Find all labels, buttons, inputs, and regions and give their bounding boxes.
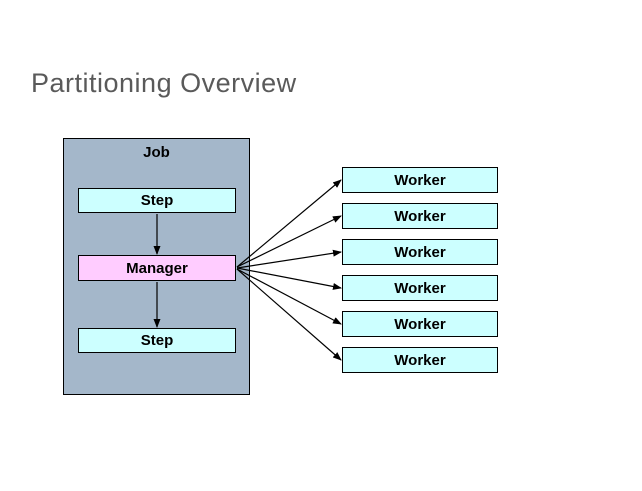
worker-box: Worker (342, 167, 498, 193)
arrow-manager-to-worker-3 (236, 249, 342, 269)
page-title: Partitioning Overview (31, 68, 297, 98)
step-box-top: Step (78, 188, 236, 213)
arrow-manager-to-worker-6 (236, 268, 342, 361)
worker-box: Worker (342, 347, 498, 373)
step-box-bottom: Step (78, 328, 236, 353)
arrow-manager-to-worker-5 (236, 268, 342, 325)
worker-box: Worker (342, 275, 498, 301)
worker-box: Worker (342, 311, 498, 337)
worker-box: Worker (342, 239, 498, 265)
arrow-manager-to-worker-4 (236, 267, 342, 290)
worker-box: Worker (342, 203, 498, 229)
manager-box: Manager (78, 255, 236, 281)
arrow-manager-to-worker-1 (236, 179, 342, 268)
job-label: Job (143, 144, 170, 161)
arrow-manager-to-worker-2 (236, 215, 342, 268)
